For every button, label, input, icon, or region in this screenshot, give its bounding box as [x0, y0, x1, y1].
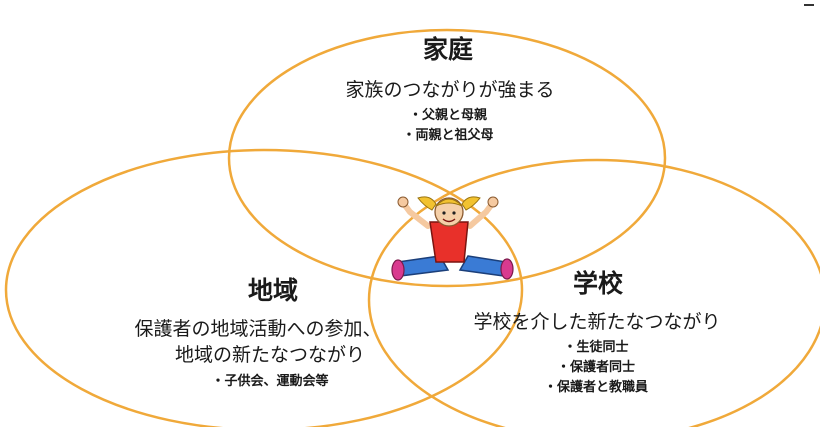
gakko-circle: [367, 158, 820, 427]
corner-mark: [804, 4, 814, 6]
chiiki-item: ・子供会、運動会等: [211, 374, 329, 389]
katei-item: ・両親と祖父母: [402, 128, 494, 143]
gakko-item: ・保護者同士: [556, 360, 636, 375]
gakko-item: ・保護者と教職員: [543, 380, 649, 395]
gakko-item: ・生徒同士: [563, 340, 629, 355]
gakko-desc: 学校を介した新たなつながり: [473, 311, 721, 333]
jumping-child-icon: [391, 196, 514, 281]
chiiki-desc-line: 地域の新たなつながり: [174, 344, 366, 366]
chiiki-desc-line: 保護者の地域活動への参加、: [134, 318, 382, 340]
katei-title: 家庭: [422, 35, 474, 64]
gakko-title: 学校: [572, 269, 624, 298]
katei-item: ・父親と母親: [408, 108, 488, 123]
chiiki-title: 地域: [247, 276, 299, 305]
chiiki-circle: [4, 148, 524, 427]
katei-desc: 家族のつながりが強まる: [345, 79, 555, 101]
katei-circle: [227, 28, 667, 288]
